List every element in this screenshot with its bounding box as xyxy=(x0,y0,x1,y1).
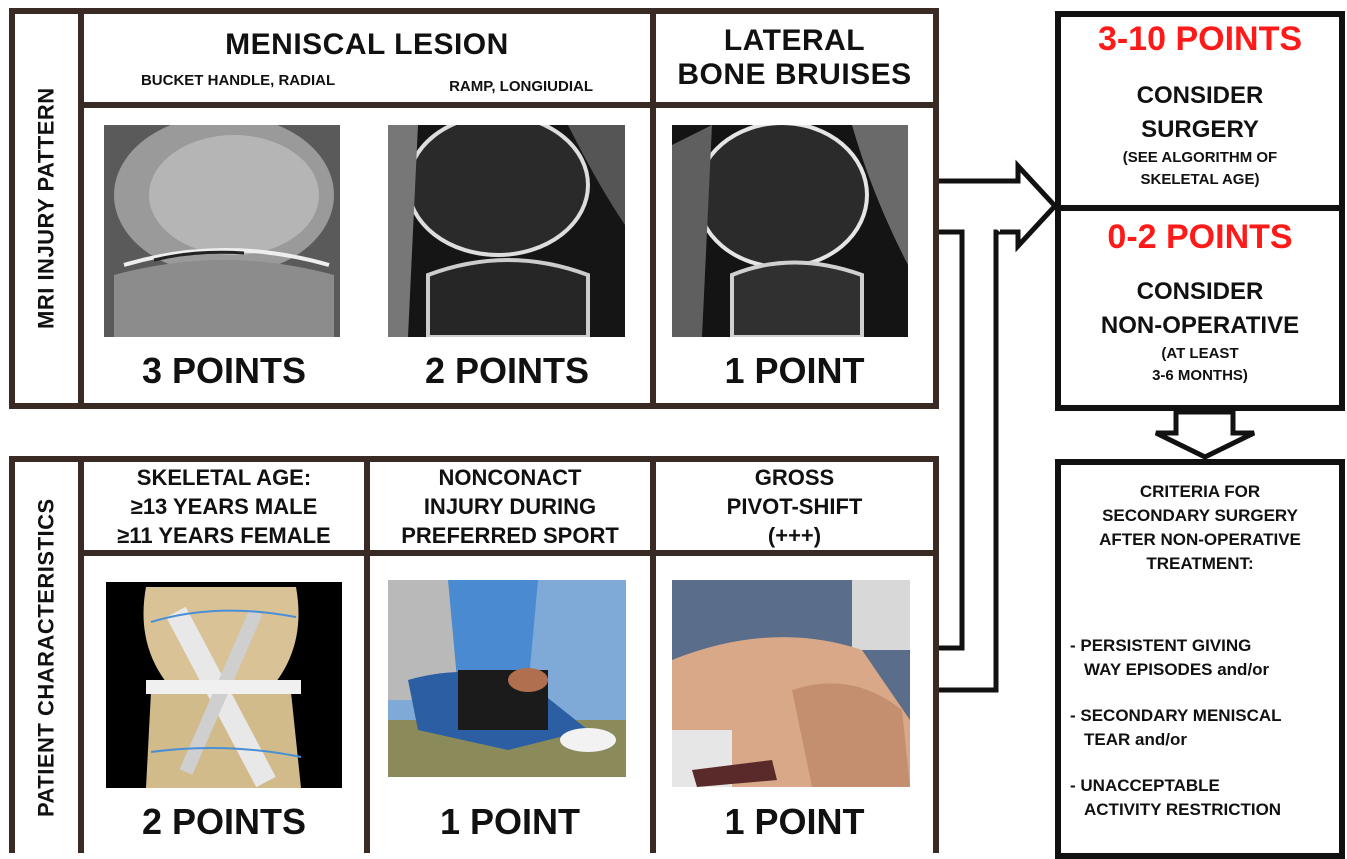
criteria-list: - PERSISTENT GIVING WAY EPISODES and/or … xyxy=(1070,634,1340,822)
criteria-item-1-line2: WAY EPISODES and/or xyxy=(1070,658,1340,682)
nonop-line1: CONSIDER xyxy=(1137,275,1264,309)
criteria-title: CRITERIA FOR SECONDARY SURGERY AFTER NON… xyxy=(1061,480,1339,580)
outcome-divider xyxy=(1055,205,1345,211)
criteria-item-3-line1: - UNACCEPTABLE xyxy=(1070,774,1340,798)
nonop-note1: (AT LEAST xyxy=(1161,343,1238,365)
surgery-outcome: 3-10 POINTS CONSIDER SURGERY (SEE ALGORI… xyxy=(1061,20,1339,202)
criteria-title2: SECONDARY SURGERY xyxy=(1102,504,1298,528)
nonop-note2: 3-6 MONTHS) xyxy=(1152,365,1248,387)
criteria-item-1: - PERSISTENT GIVING WAY EPISODES and/or xyxy=(1070,634,1340,682)
criteria-title1: CRITERIA FOR xyxy=(1140,480,1260,504)
criteria-item-1-line1: - PERSISTENT GIVING xyxy=(1070,634,1340,658)
criteria-title3: AFTER NON-OPERATIVE xyxy=(1099,528,1301,552)
surgery-note2: SKELETAL AGE) xyxy=(1141,169,1260,191)
criteria-item-3-line2: ACTIVITY RESTRICTION xyxy=(1070,798,1340,822)
criteria-item-2: - SECONDARY MENISCAL TEAR and/or xyxy=(1070,704,1340,752)
surgery-line1: CONSIDER xyxy=(1137,79,1264,113)
surgery-note1: (SEE ALGORITHM OF xyxy=(1123,147,1277,169)
nonop-points: 0-2 POINTS xyxy=(1107,218,1292,257)
nonoperative-outcome: 0-2 POINTS CONSIDER NON-OPERATIVE (AT LE… xyxy=(1061,218,1339,404)
surgery-line2: SURGERY xyxy=(1141,113,1259,147)
criteria-title4: TREATMENT: xyxy=(1146,552,1253,576)
nonop-line2: NON-OPERATIVE xyxy=(1101,309,1299,343)
criteria-item-2-line2: TEAR and/or xyxy=(1070,728,1340,752)
criteria-item-2-line1: - SECONDARY MENISCAL xyxy=(1070,704,1340,728)
criteria-item-3: - UNACCEPTABLE ACTIVITY RESTRICTION xyxy=(1070,774,1340,822)
surgery-points: 3-10 POINTS xyxy=(1098,20,1302,59)
